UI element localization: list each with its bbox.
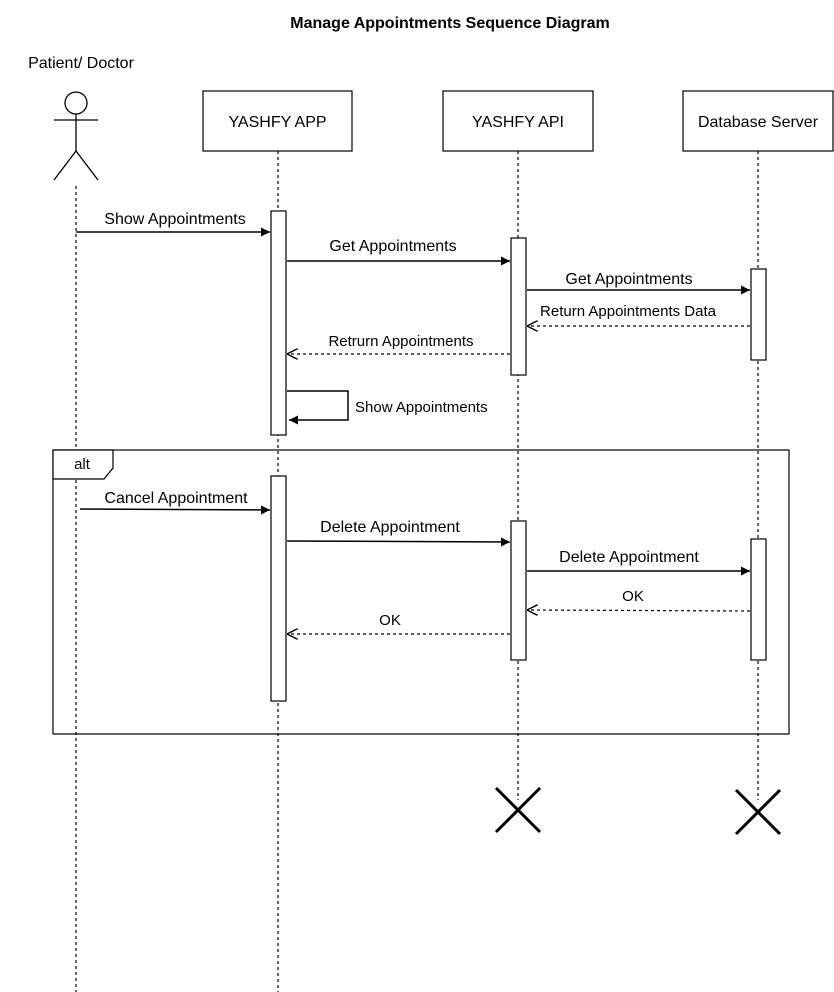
message-label-4: Return Appointments Data <box>540 303 717 320</box>
alt-fragment-tab <box>52 449 114 480</box>
message-label-5: Retrurn Appointments <box>328 333 473 350</box>
message-return-arrow-10 <box>527 610 751 611</box>
participant-db: Database Server <box>682 90 834 152</box>
message-label-9: Delete Appointment <box>559 549 699 566</box>
message-label-10: OK <box>622 588 644 605</box>
activation-app-2 <box>270 475 287 702</box>
message-label-8: Delete Appointment <box>320 519 460 536</box>
message-label-3: Get Appointments <box>565 271 692 288</box>
activation-app-1 <box>270 210 287 436</box>
message-arrow-7 <box>79 505 271 515</box>
destroy-api-icon <box>494 786 542 834</box>
participant-app: YASHFY APP <box>202 90 353 152</box>
activation-api-1 <box>510 237 527 376</box>
message-label-6: Show Appointments <box>355 399 488 416</box>
participant-db-label: Database Server <box>698 114 819 131</box>
message-label-11: OK <box>379 612 401 629</box>
message-label-1: Show Appointments <box>104 211 245 228</box>
actor-label: Patient/ Doctor <box>28 55 135 72</box>
alt-fragment-label: alt <box>74 456 91 473</box>
message-label-2: Get Appointments <box>329 238 456 255</box>
alt-fragment: alt <box>52 449 790 735</box>
activation-db-2 <box>750 538 767 661</box>
destroy-db-icon <box>734 788 782 836</box>
participant-api-label: YASHFY API <box>472 114 564 131</box>
activation-api-2 <box>510 520 527 661</box>
message-label-7: Cancel Appointment <box>104 490 248 507</box>
message-self-arrow-6 <box>287 390 349 425</box>
actor-stick-figure-icon <box>53 91 99 181</box>
message-arrow-8 <box>286 537 511 547</box>
participant-api: YASHFY API <box>442 90 594 152</box>
participant-app-label: YASHFY APP <box>228 114 326 131</box>
diagram-title: Manage Appointments Sequence Diagram <box>290 15 609 32</box>
activation-db-1 <box>750 268 767 361</box>
